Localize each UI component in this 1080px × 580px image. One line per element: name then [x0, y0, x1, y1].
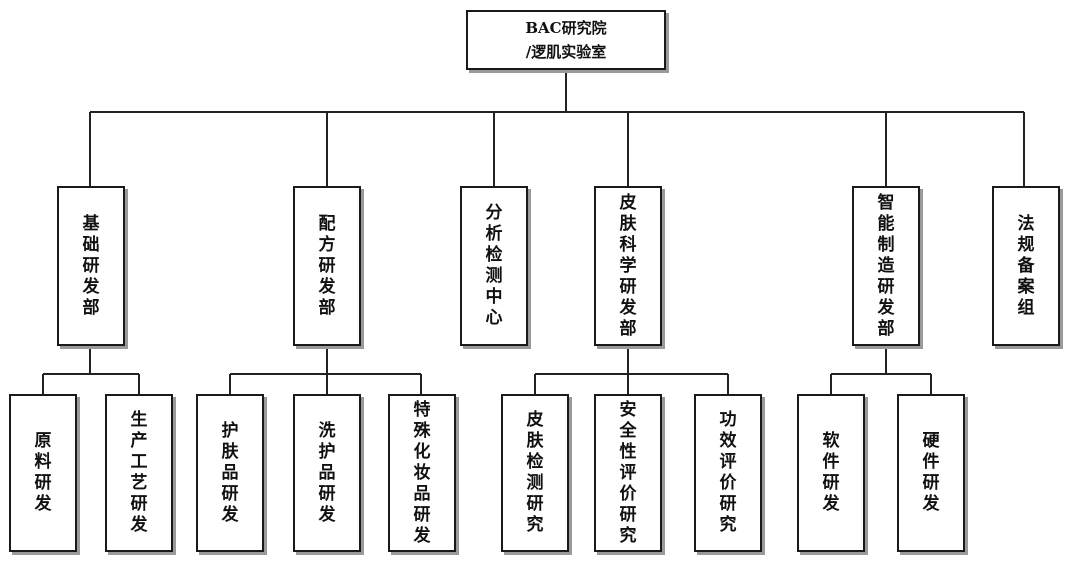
team-node-safety-evaluation-research: 安全性评价研究 [594, 394, 662, 552]
department-label: 智能制造研发部 [877, 192, 895, 339]
department-node-skin-science-rd: 皮肤科学研发部 [594, 186, 662, 346]
team-label: 安全性评价研究 [619, 399, 637, 546]
team-label: 皮肤检测研究 [526, 410, 544, 535]
team-label: 特殊化妆品研发 [413, 399, 431, 546]
team-label: 洗护品研发 [318, 420, 336, 525]
root-title-line2: /逻肌实验室 [525, 43, 607, 61]
team-node-hardware-rd: 硬件研发 [897, 394, 965, 552]
department-node-smart-manufacturing-rd: 智能制造研发部 [852, 186, 920, 346]
team-node-software-rd: 软件研发 [797, 394, 865, 552]
department-node-analysis-center: 分析检测中心 [460, 186, 528, 346]
team-node-raw-material-rd: 原料研发 [9, 394, 77, 552]
team-node-washcare-rd: 洗护品研发 [293, 394, 361, 552]
team-label: 功效评价研究 [719, 410, 737, 535]
team-node-special-cosmetics-rd: 特殊化妆品研发 [388, 394, 456, 552]
department-node-basic-rd: 基础研发部 [57, 186, 125, 346]
team-node-skincare-rd: 护肤品研发 [196, 394, 264, 552]
department-label: 皮肤科学研发部 [619, 192, 637, 339]
team-label: 硬件研发 [922, 431, 940, 514]
department-node-formula-rd: 配方研发部 [293, 186, 361, 346]
root-title-line1: BAC研究院 [525, 19, 607, 37]
root-node: BAC研究院 /逻肌实验室 [466, 10, 666, 70]
team-node-efficacy-evaluation-research: 功效评价研究 [694, 394, 762, 552]
department-label: 基础研发部 [82, 213, 100, 318]
team-label: 软件研发 [822, 431, 840, 514]
department-label: 配方研发部 [318, 213, 336, 318]
team-node-process-rd: 生产工艺研发 [105, 394, 173, 552]
team-label: 护肤品研发 [221, 420, 239, 525]
department-label: 分析检测中心 [485, 203, 503, 328]
team-node-skin-testing-research: 皮肤检测研究 [501, 394, 569, 552]
department-label: 法规备案组 [1017, 213, 1035, 318]
team-label: 生产工艺研发 [130, 410, 148, 535]
team-label: 原料研发 [34, 431, 52, 514]
department-node-regulatory-group: 法规备案组 [992, 186, 1060, 346]
